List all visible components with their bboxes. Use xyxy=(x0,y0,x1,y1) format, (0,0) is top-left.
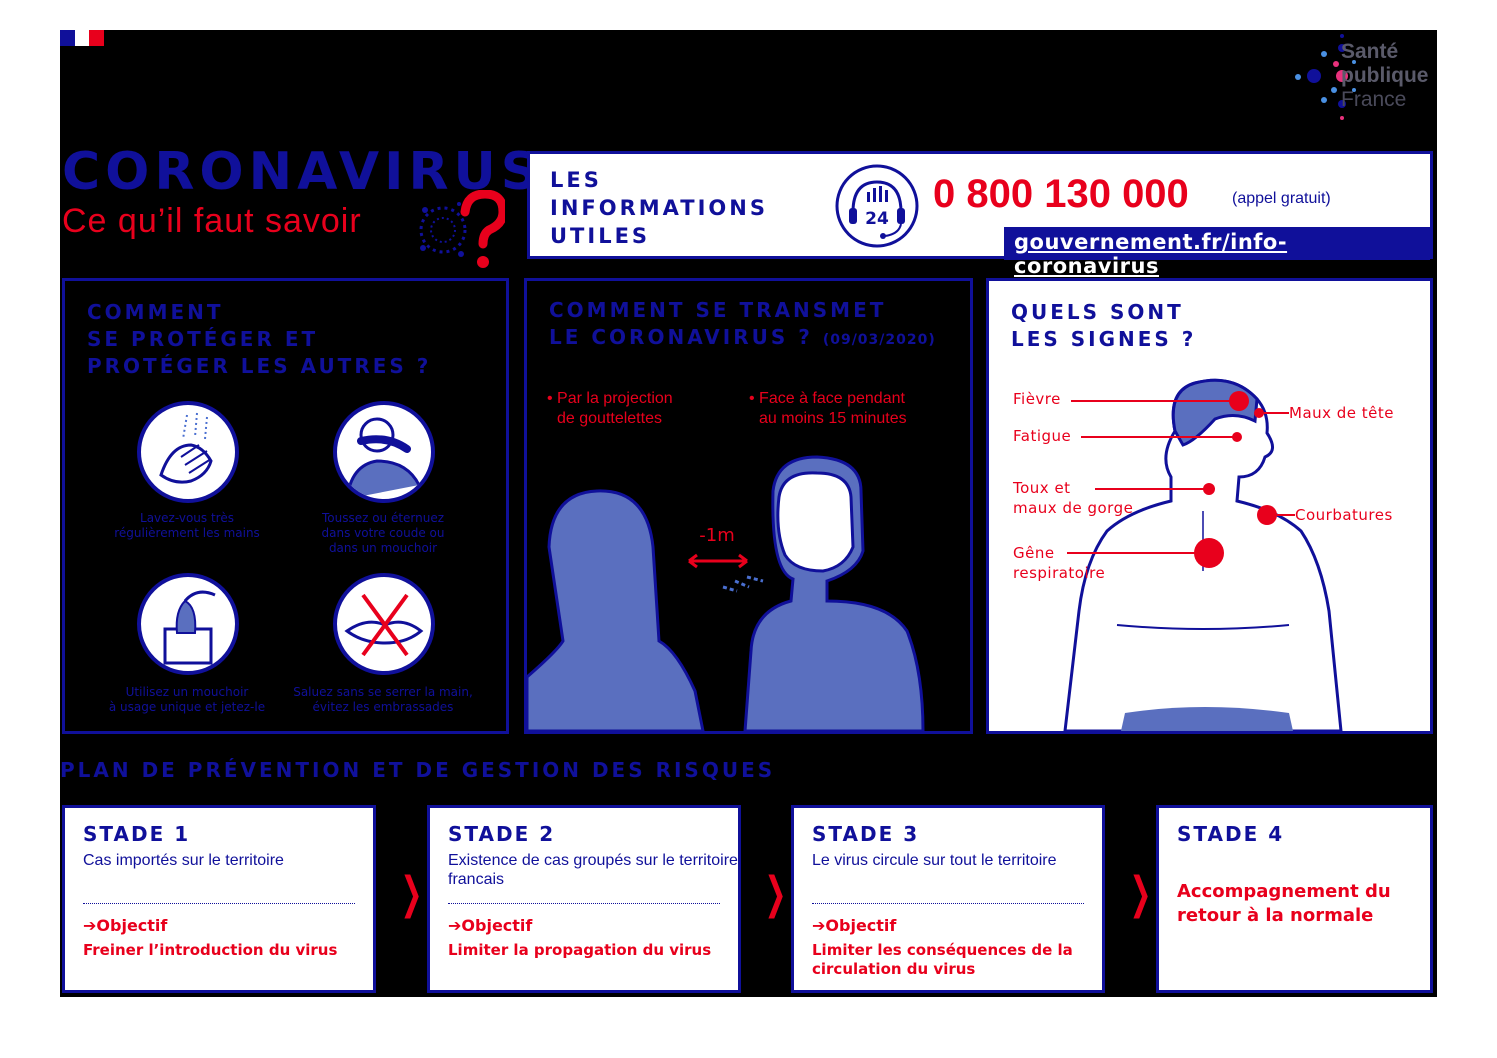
objective-label: ➔Objectif xyxy=(83,916,168,935)
french-flag-icon xyxy=(60,30,105,46)
page-subtitle: Ce qu’il faut savoir xyxy=(62,202,362,240)
transmission-face-to-face: • Face à face pendant au moins 15 minute… xyxy=(749,390,907,427)
chevron-right-icon: ❯ xyxy=(1129,868,1152,919)
hand-wash-icon xyxy=(137,401,239,503)
distance-label: -1m xyxy=(699,525,734,546)
symptom-cough: Toux et maux de gorge xyxy=(1013,479,1134,517)
arrow-right-icon: ➔ xyxy=(448,916,462,935)
chevron-right-icon: ❯ xyxy=(764,868,787,919)
symptoms-panel-title: QUELS SONT LES SIGNES ? xyxy=(1011,300,1197,351)
stage-2-card: STADE 2 Existence de cas groupés sur le … xyxy=(427,805,741,993)
stage-3-card: STADE 3 Le virus circule sur tout le ter… xyxy=(791,805,1105,993)
infographic-canvas: Santé publique France CORONAVIRUS Ce qu’… xyxy=(60,30,1437,997)
no-handshake-icon xyxy=(333,573,435,675)
plan-title: PLAN DE PRÉVENTION ET DE GESTION DES RIS… xyxy=(60,758,776,782)
useful-info-label: LES INFORMATIONS UTILES xyxy=(550,168,768,248)
symptoms-panel: QUELS SONT LES SIGNES ? Fièvre Fatigue xyxy=(986,278,1433,734)
arrow-right-icon: ➔ xyxy=(83,916,97,935)
sante-publique-wordmark: Santé publique France xyxy=(1341,40,1429,111)
stage-4-card: STADE 4 Accompagnement du retour à la no… xyxy=(1156,805,1433,993)
useful-info-box: LES INFORMATIONS UTILES 24 0 800 130 000… xyxy=(527,151,1433,278)
elbow-cough-icon xyxy=(333,401,435,503)
symptom-headache: Maux de tête xyxy=(1289,404,1395,422)
sante-publique-logo-icon xyxy=(1295,34,1356,120)
tip-caption: Saluez sans se serrer la main, évitez le… xyxy=(293,685,473,714)
transmission-panel-title: COMMENT SE TRANSMET LE CORONAVIRUS ? (09… xyxy=(549,298,936,349)
phone-free-note: (appel gratuit) xyxy=(1232,190,1331,207)
symptom-breathing: Gêne respiratoire xyxy=(1013,544,1106,582)
icon-24-label: 24 xyxy=(865,209,889,229)
protect-panel: COMMENT SE PROTÉGER ET PROTÉGER LES AUTR… xyxy=(62,278,509,734)
stage-1-card: STADE 1 Cas importés sur le territoire ➔… xyxy=(62,805,376,993)
tip-caption: Utilisez un mouchoir à usage unique et j… xyxy=(108,685,266,714)
headset-24h-icon: 24 xyxy=(835,164,919,248)
tissue-icon xyxy=(137,573,239,675)
tip-caption: Lavez-vous très régulièrement les mains xyxy=(114,511,260,540)
body-illustration xyxy=(1063,378,1343,731)
symptom-fatigue: Fatigue xyxy=(1013,427,1072,445)
objective-label: ➔Objectif xyxy=(448,916,533,935)
transmission-droplets: • Par la projection de gouttelettes xyxy=(547,390,673,427)
virus-question-icon xyxy=(419,190,505,268)
two-people-illustration: -1m xyxy=(527,455,925,731)
symptom-fever: Fièvre xyxy=(1013,390,1061,408)
arrow-right-icon: ➔ xyxy=(812,916,826,935)
tip-caption: Toussez ou éternuez dans votre coude ou … xyxy=(321,511,445,555)
symptom-body-aches: Courbatures xyxy=(1295,506,1393,524)
protect-panel-title: COMMENT SE PROTÉGER ET PROTÉGER LES AUTR… xyxy=(87,300,432,378)
transmission-panel: COMMENT SE TRANSMET LE CORONAVIRUS ? (09… xyxy=(524,278,973,734)
page-title: CORONAVIRUS xyxy=(62,142,544,202)
info-website-link[interactable]: gouvernement.fr/info-coronavirus xyxy=(1004,227,1430,278)
objective-label: ➔Objectif xyxy=(812,916,897,935)
phone-number[interactable]: 0 800 130 000 xyxy=(933,172,1189,216)
chevron-right-icon: ❯ xyxy=(400,868,423,919)
